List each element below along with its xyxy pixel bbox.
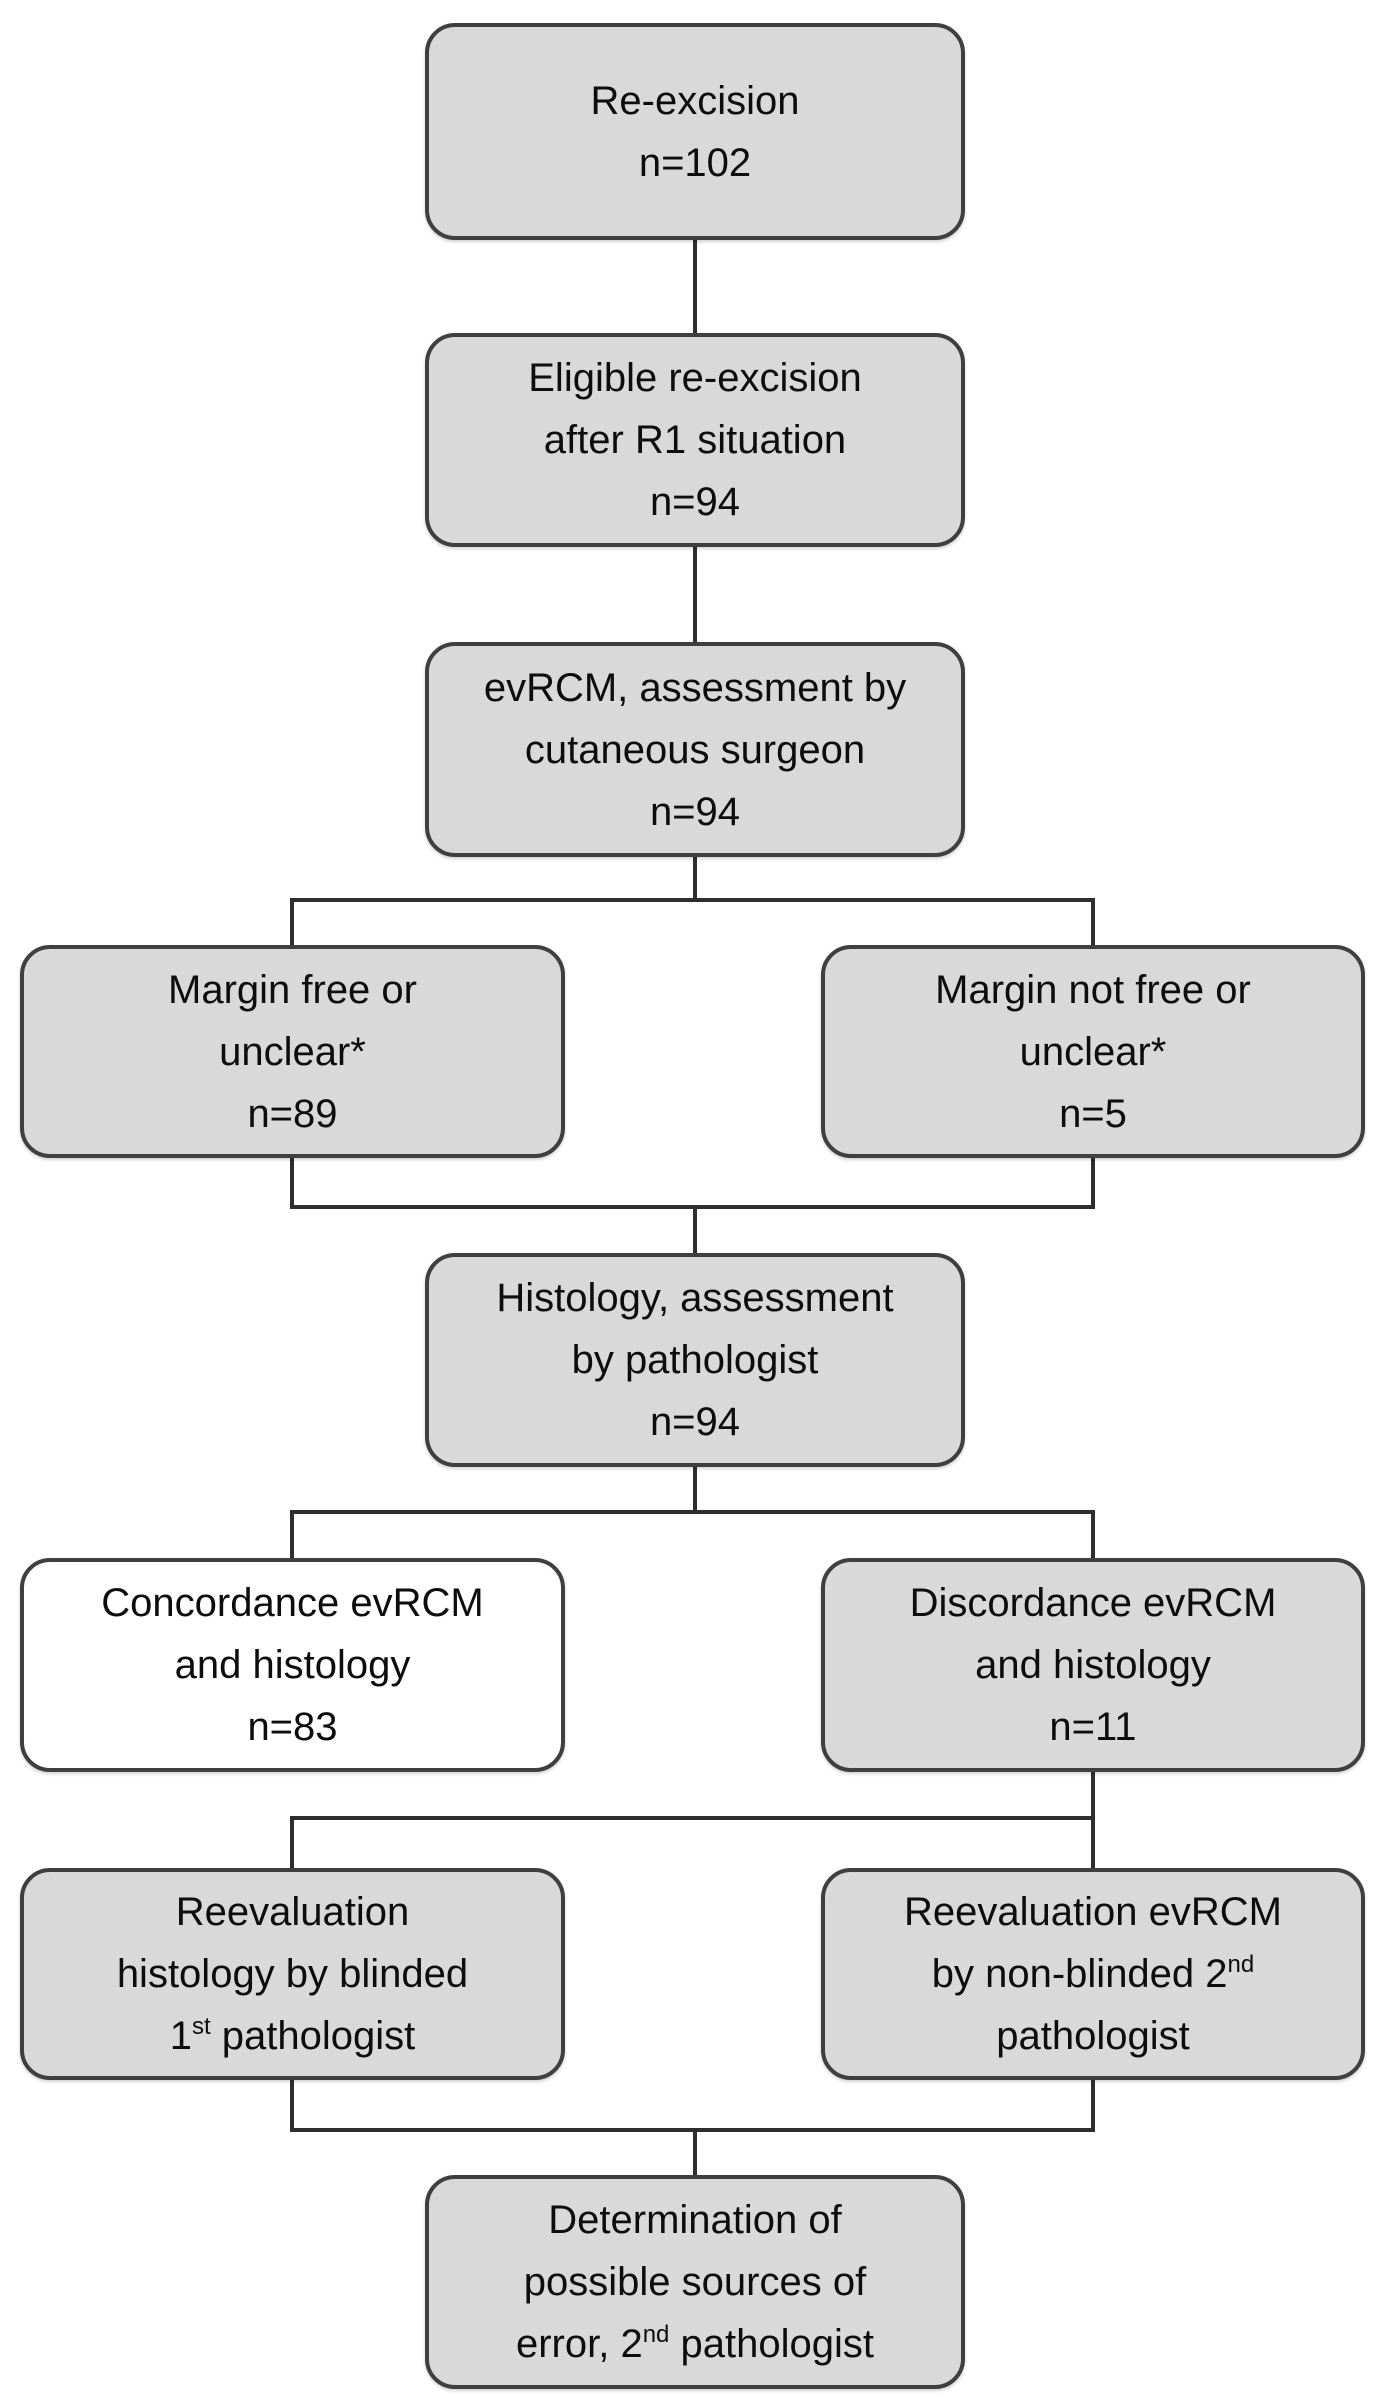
node-text-line: n=83 [247, 1705, 338, 1749]
node-text-line: n=94 [649, 480, 741, 524]
node-text-line: after R1 situation [543, 418, 847, 462]
text-segment: error, 2 [515, 2322, 643, 2366]
text-segment: 1 [169, 2014, 192, 2058]
text-segment: pathologist [669, 2322, 874, 2366]
flow-node-histology: Histology, assessment by pathologist n=94 [425, 1253, 965, 1467]
flow-node-re-excision: Re-excision n=102 [425, 23, 965, 240]
connector-vertical [1091, 1512, 1095, 1558]
connector-vertical [693, 857, 697, 900]
node-text-line: by non-blinded 2nd [932, 1943, 1254, 2005]
node-text-line: and histology [174, 1643, 411, 1687]
node-text-line: n=94 [649, 789, 741, 834]
flow-node-reeval-histology: Reevaluation histology by blinded 1st path… [20, 1868, 565, 2080]
ordinal-suffix: st [191, 2013, 211, 2040]
node-text-line: pathologist [996, 2014, 1190, 2058]
node-text-line: n=5 [1059, 1091, 1127, 1136]
flow-node-concordance: Concordance evRCM and histology n=83 [20, 1558, 565, 1772]
connector-vertical [290, 1158, 294, 1207]
node-text-line: n=11 [1049, 1705, 1137, 1749]
connector-horizontal [290, 2128, 1095, 2132]
connector-vertical [693, 547, 697, 642]
node-text-line: Histology, assessment [496, 1276, 894, 1320]
ordinal-suffix: nd [642, 2321, 670, 2348]
flow-node-evrcm-assessment: evRCM, assessment by cutaneous surgeon n=9… [425, 642, 965, 857]
node-text-line: Concordance evRCM [101, 1581, 484, 1625]
connector-horizontal [290, 1816, 1095, 1820]
node-text-line: Discordance evRCM [909, 1581, 1277, 1625]
connector-horizontal [290, 1205, 1095, 1209]
node-text-line: evRCM, assessment by [483, 665, 907, 710]
connector-vertical [1091, 2080, 1095, 2130]
connector-vertical [1091, 1818, 1095, 1868]
node-text-line: histology by blinded [116, 1952, 469, 1996]
text-segment: by non-blinded 2 [931, 1952, 1228, 1996]
text-segment: pathologist [210, 2014, 416, 2058]
connector-vertical [1091, 1772, 1095, 1818]
node-text-line: Margin not free or [935, 967, 1251, 1012]
connector-vertical [290, 900, 294, 945]
connector-vertical [693, 2130, 697, 2175]
node-text-line: by pathologist [571, 1338, 819, 1382]
connector-vertical [693, 1207, 697, 1253]
connector-horizontal [290, 898, 1095, 902]
flow-node-reeval-evrcm: Reevaluation evRCM by non-blinded 2nd path… [821, 1868, 1365, 2080]
connector-vertical [1091, 900, 1095, 945]
node-text-line: unclear* [1019, 1029, 1167, 1074]
connector-vertical [693, 240, 697, 333]
node-text-line: Re-excision [590, 78, 800, 123]
connector-vertical [290, 2080, 294, 2130]
node-text-line: n=94 [649, 1400, 741, 1444]
node-text-line: Margin free or [168, 967, 417, 1012]
connector-horizontal [290, 1510, 1095, 1514]
node-text-line: Reevaluation evRCM [904, 1890, 1282, 1934]
ordinal-suffix: nd [1227, 1951, 1255, 1978]
node-text-line: unclear* [219, 1029, 366, 1074]
flow-node-margin-not-free: Margin not free or unclear* n=5 [821, 945, 1365, 1158]
node-text-line: n=102 [638, 140, 752, 185]
flow-node-margin-free: Margin free or unclear* n=89 [20, 945, 565, 1158]
node-text-line: Reevaluation [175, 1890, 410, 1934]
node-text-line: n=89 [247, 1091, 338, 1136]
flow-node-discordance: Discordance evRCM and histology n=11 [821, 1558, 1365, 1772]
node-text-line: possible sources of [523, 2260, 867, 2304]
connector-vertical [290, 1512, 294, 1558]
connector-vertical [1091, 1158, 1095, 1207]
node-text-line: cutaneous surgeon [524, 727, 866, 772]
connector-vertical [693, 1467, 697, 1512]
node-text-line: Eligible re-excision [528, 356, 862, 400]
node-text-line: Determination of [548, 2198, 842, 2242]
node-text-line: and histology [975, 1643, 1211, 1687]
connector-vertical [290, 1818, 294, 1868]
flow-node-determination: Determination of possible sources of error… [425, 2175, 965, 2389]
flow-node-eligible: Eligible re-excision after R1 situation n=… [425, 333, 965, 547]
node-text-line: error, 2nd pathologist [516, 2313, 874, 2375]
node-text-line: 1st pathologist [170, 2005, 416, 2067]
